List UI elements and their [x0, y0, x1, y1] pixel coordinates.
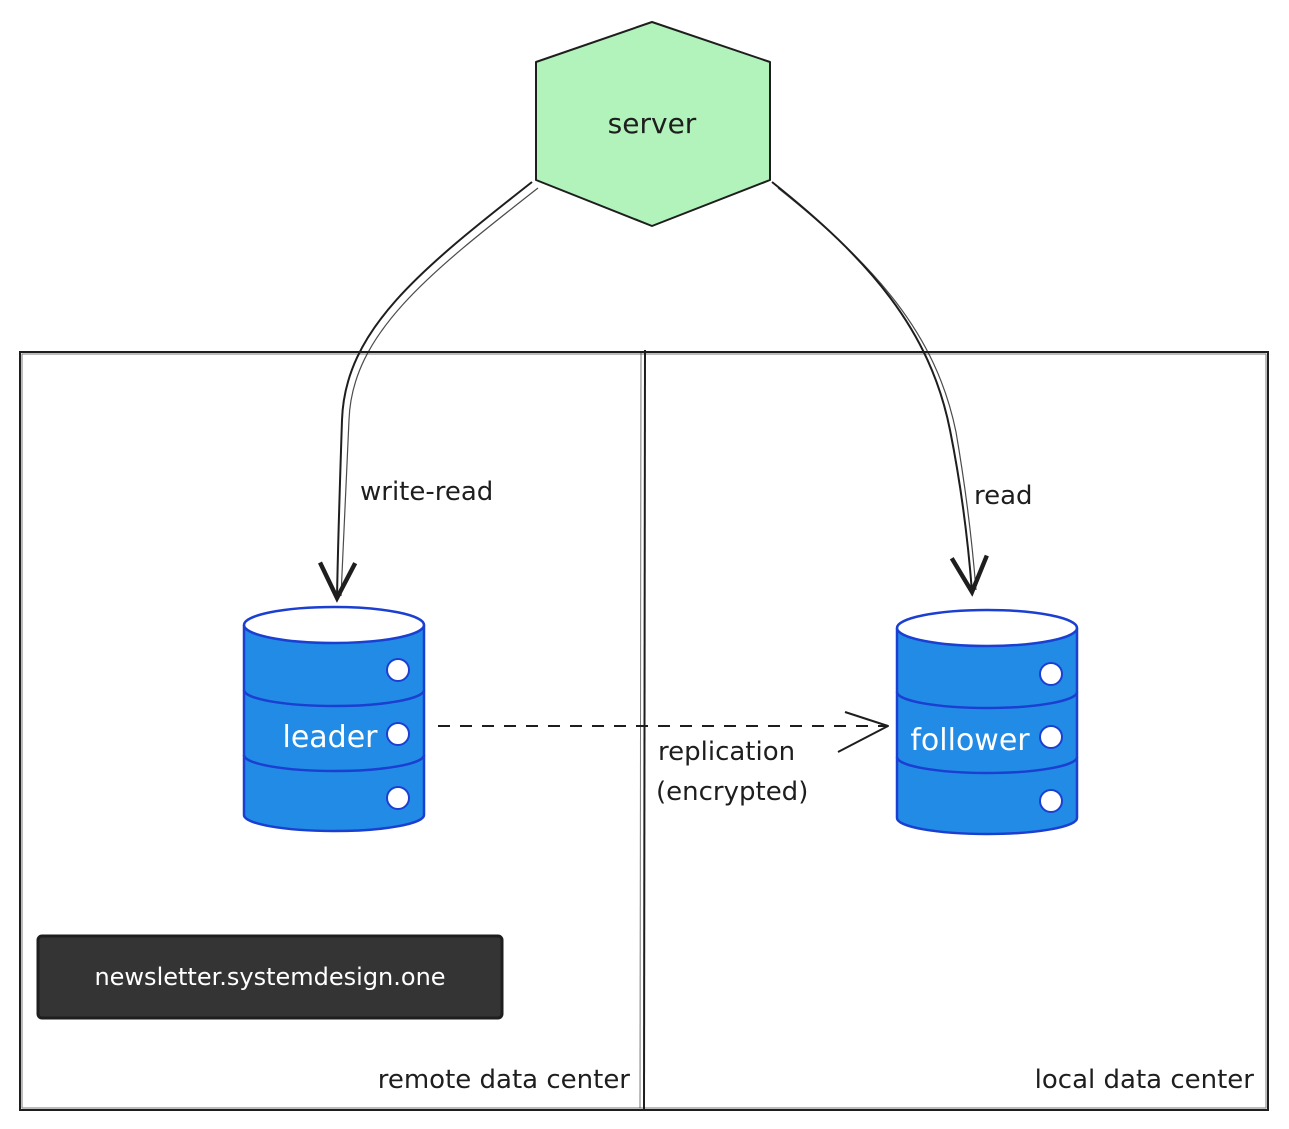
write-read-arrow: [337, 181, 539, 598]
data-center-frame: [19, 349, 1269, 1111]
server-node: server: [535, 21, 771, 227]
follower-label: follower: [910, 723, 1030, 758]
leader-indicator-icon: [386, 722, 410, 746]
leader-indicator-icon: [386, 658, 410, 682]
local-zone-label: local data center: [1035, 1065, 1255, 1095]
follower-indicator-icon: [1039, 725, 1063, 749]
replication-label: replication: [658, 737, 795, 767]
write-read-label: write-read: [360, 477, 493, 507]
server-hexagon: [535, 21, 771, 227]
remote-zone-label: remote data center: [378, 1065, 631, 1095]
replication-encrypted-label: (encrypted): [656, 777, 808, 807]
leader-label: leader: [282, 720, 378, 755]
leader-indicator-icon: [386, 786, 410, 810]
watermark-badge: newsletter.systemdesign.one: [36, 934, 504, 1020]
follower-indicator-icon: [1039, 662, 1063, 686]
read-arrow: [771, 181, 976, 592]
follower-indicator-icon: [1039, 789, 1063, 813]
watermark-text: newsletter.systemdesign.one: [94, 963, 445, 991]
server-label: server: [608, 107, 697, 140]
leader-database: leader: [242, 605, 426, 833]
follower-database: follower: [895, 608, 1079, 836]
read-label: read: [974, 481, 1033, 511]
replication-arrow: [438, 711, 889, 753]
zone-divider: [643, 349, 646, 1111]
